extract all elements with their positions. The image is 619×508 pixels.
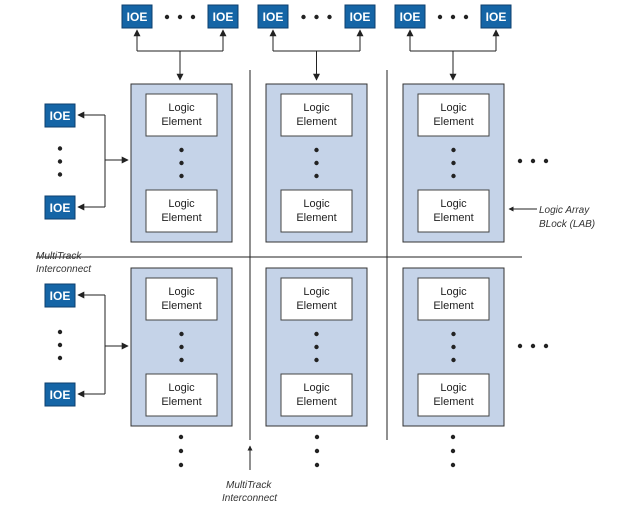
logic-element-label-line1: Logic [303, 102, 330, 114]
multitrack-bottom-annotation: MultiTrack Interconnect [222, 445, 278, 504]
left-ioe-group-1: IOE IOE [44, 103, 129, 220]
lab-annotation: Logic Array BLock (LAB) [508, 205, 595, 230]
interconnect-lines [36, 70, 522, 440]
logic-element-label-line1: Logic [440, 382, 467, 394]
lab-annotation-line1: Logic Array [539, 205, 590, 216]
ioe-label: IOE [50, 289, 71, 303]
ioe-top-3-a: IOE [394, 4, 426, 29]
logic-element-label-line2: Element [296, 212, 336, 224]
logic-element-label-line2: Element [296, 116, 336, 128]
ioe-left-2-b: IOE [44, 382, 76, 407]
logic-element-label-line1: Logic [440, 286, 467, 298]
logic-element-label-line1: Logic [440, 102, 467, 114]
logic-element-label-line2: Element [296, 300, 336, 312]
ioe-label: IOE [50, 388, 71, 402]
ioe-top-2-b: IOE [344, 4, 376, 29]
logic-element-label-line1: Logic [168, 198, 195, 210]
column-continuation-dots [178, 434, 456, 468]
logic-element-label-line1: Logic [303, 286, 330, 298]
logic-element-label-line1: Logic [303, 382, 330, 394]
left-ioe-group-2: IOE IOE [44, 283, 129, 407]
logic-element-label-line2: Element [433, 300, 473, 312]
logic-element-label-line1: Logic [168, 102, 195, 114]
logic-element-label-line1: Logic [168, 286, 195, 298]
ioe-label: IOE [50, 109, 71, 123]
ioe-label: IOE [400, 10, 421, 24]
multitrack-left-annotation: MultiTrack Interconnect [36, 251, 92, 275]
top-ioe-group-1: IOE IOE [121, 4, 239, 81]
ioe-top-3-b: IOE [480, 4, 512, 29]
ioe-label: IOE [486, 10, 507, 24]
multitrack-left-line2: Interconnect [36, 264, 92, 275]
logic-element-label-line2: Element [161, 396, 201, 408]
ioe-top-1-a: IOE [121, 4, 153, 29]
ioe-label: IOE [350, 10, 371, 24]
logic-element-label-line2: Element [161, 300, 201, 312]
ioe-top-2-a: IOE [257, 4, 289, 29]
logic-element-label-line2: Element [433, 116, 473, 128]
lab-annotation-line2: BLock (LAB) [539, 219, 595, 230]
ioe-top-1-b: IOE [207, 4, 239, 29]
ioe-label: IOE [127, 10, 148, 24]
row-continuation-dots [517, 158, 549, 349]
ioe-left-1-b: IOE [44, 195, 76, 220]
ioe-label: IOE [50, 201, 71, 215]
ioe-left-2-a: IOE [44, 283, 76, 308]
lab-grid: LogicElementLogicElementLogicElementLogi… [130, 83, 505, 427]
left-ioe-groups: IOE IOE IOE IOE [44, 103, 129, 407]
logic-element-label-line2: Element [433, 212, 473, 224]
multitrack-bottom-line2: Interconnect [222, 493, 278, 504]
ioe-label: IOE [263, 10, 284, 24]
multitrack-left-line1: MultiTrack [36, 251, 82, 262]
logic-element-label-line2: Element [296, 396, 336, 408]
multitrack-bottom-line1: MultiTrack [226, 480, 272, 491]
logic-element-label-line2: Element [161, 212, 201, 224]
logic-element-label-line2: Element [161, 116, 201, 128]
top-ioe-group-3: IOE IOE [394, 4, 512, 81]
logic-element-label-line1: Logic [440, 198, 467, 210]
top-ioe-groups: IOE IOE IOE IOE IOE IOE [121, 4, 512, 81]
logic-element-label-line1: Logic [168, 382, 195, 394]
top-ioe-group-2: IOE IOE [257, 4, 376, 81]
ioe-left-1-a: IOE [44, 103, 76, 128]
ioe-label: IOE [213, 10, 234, 24]
logic-element-label-line1: Logic [303, 198, 330, 210]
logic-element-label-line2: Element [433, 396, 473, 408]
